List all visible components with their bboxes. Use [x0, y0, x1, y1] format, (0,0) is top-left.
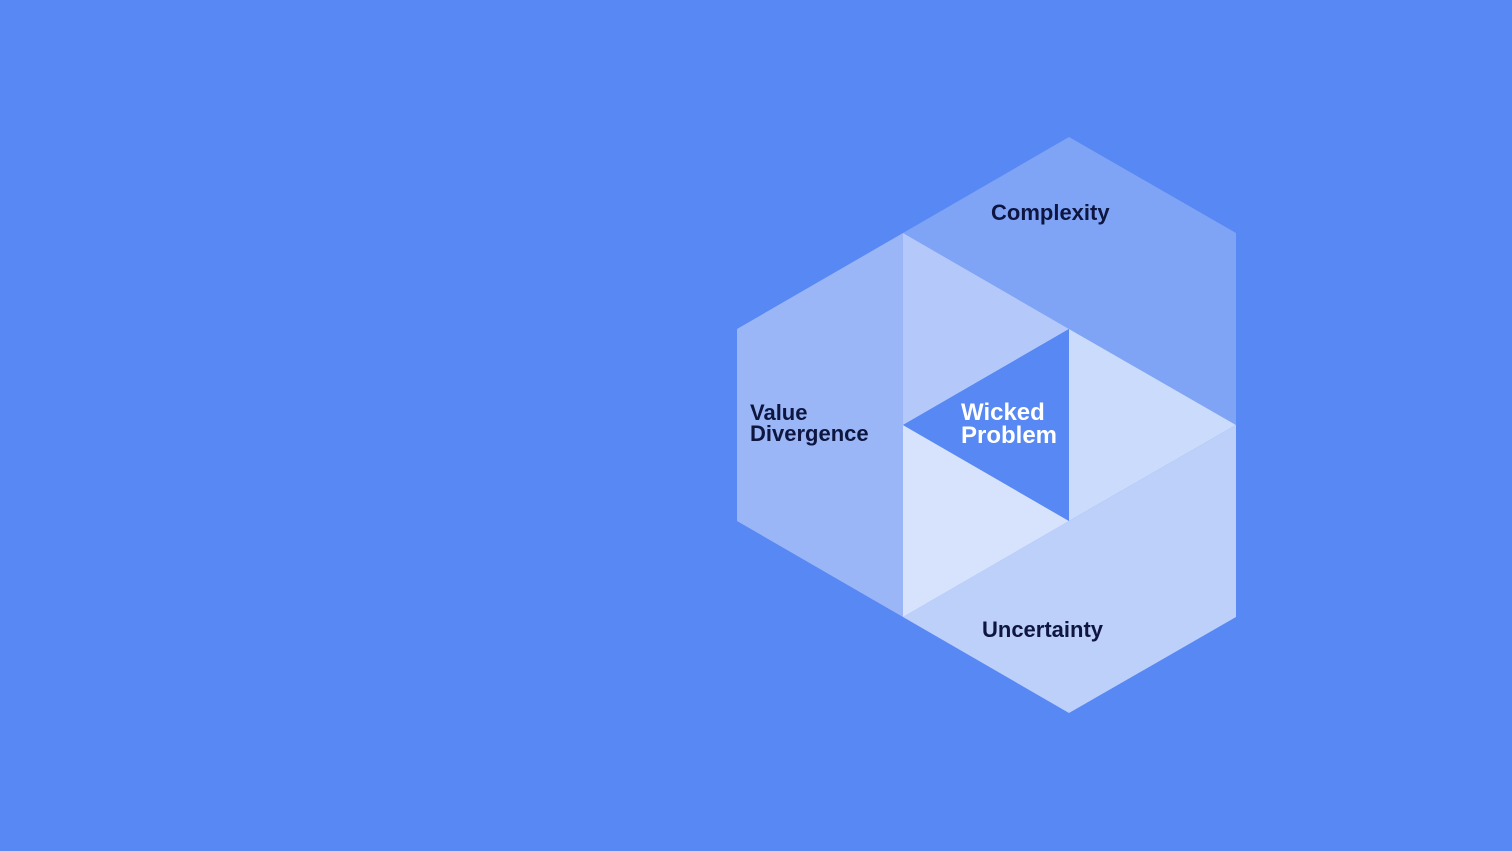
inner-triangle-right [1069, 329, 1236, 521]
complexity-segment [903, 137, 1236, 425]
wicked-problem-label-line1: Wicked [961, 399, 1045, 426]
uncertainty-label: Uncertainty [982, 617, 1104, 642]
value-divergence-label-line1: Value [750, 400, 807, 425]
value-divergence-segment [737, 233, 903, 617]
value-divergence-label-line2: Divergence [750, 421, 869, 446]
wicked-problem-label-line2: Problem [961, 422, 1057, 449]
uncertainty-segment [903, 425, 1236, 713]
complexity-label: Complexity [991, 200, 1110, 225]
inner-triangle-top-left [903, 233, 1069, 425]
inner-triangle-bottom-left [903, 425, 1069, 617]
center-triangle [903, 329, 1069, 521]
